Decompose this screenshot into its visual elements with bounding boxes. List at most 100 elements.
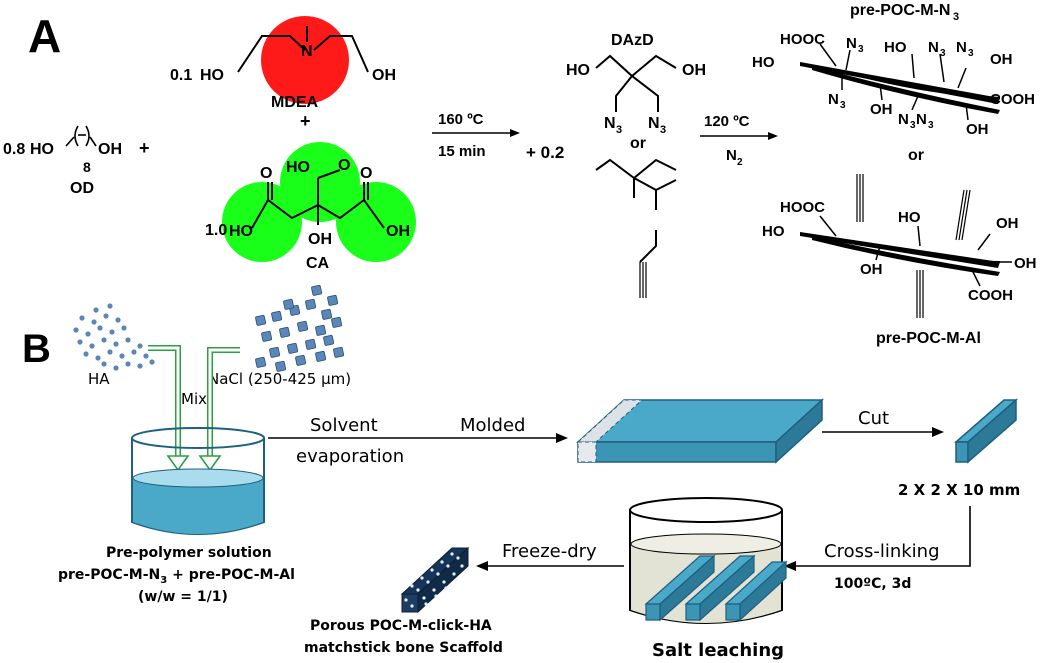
prepoc-al-alkyne-right-2 [958, 189, 968, 241]
crosslink-condition: 100ºC, 3d [834, 576, 911, 592]
prepoc-n3-n3-3-sub: 3 [968, 48, 974, 59]
prepoc-al: HOOC HO HO OH OH OH COOH pre-POC-M-Al [762, 174, 1037, 347]
nacl-particle [331, 316, 343, 328]
prepoc-n3-bond-n3n3 [911, 95, 919, 111]
prepoc-n3-bond-hooc [819, 43, 837, 67]
solution-line-2b: 3 [160, 575, 167, 586]
prepoc-n3-bond-n3-2 [911, 53, 915, 79]
panel-b-label: B [22, 327, 51, 371]
scaffold-pore [460, 564, 464, 568]
prepoc-al-bond-oh2 [875, 245, 881, 261]
ca-o1: O [260, 165, 272, 182]
nacl-particle [295, 354, 307, 366]
leaching-beaker [629, 497, 788, 624]
od-paren-left [74, 125, 79, 147]
prepoc-al-cooh: COOH [968, 287, 1013, 304]
prepoc-al-ho2: HO [898, 209, 921, 226]
porous-scaffold [400, 546, 470, 614]
prepoc-n3-oh1: OH [990, 51, 1013, 68]
ha-particle [91, 319, 97, 325]
prepoc-n3-title-sub: 3 [953, 11, 959, 23]
mdea-highlight [261, 16, 349, 104]
nacl-particle [297, 320, 309, 332]
ha-particle [77, 339, 83, 345]
prepoc-n3-ho2: HO [884, 39, 907, 56]
panel-a-label: A [28, 10, 61, 62]
slab-cut-region-front [577, 441, 597, 463]
nacl-particle [275, 360, 287, 372]
prepoc-al-bond-ho2 [917, 225, 921, 247]
slab-front [577, 441, 777, 463]
od-repeat: 8 [83, 159, 91, 175]
od-paren-right [85, 125, 90, 147]
ca-o3: O [360, 165, 372, 182]
ha-particle [143, 353, 149, 359]
step2-arrow-head [768, 132, 778, 140]
scaffold-front [401, 593, 419, 613]
ca-highlight-right [336, 182, 416, 262]
freeze-dry-label: Freeze-dry [502, 541, 597, 562]
freeze-dry-arrow-head [476, 561, 488, 571]
salt-leaching-label: Salt leaching [652, 640, 784, 661]
ha-particle [107, 349, 113, 355]
soak-stick-3-front [725, 603, 741, 621]
prepoc-n3-oh3: OH [966, 121, 989, 138]
dazd-n3-left: N [604, 115, 616, 132]
mdea-left-arm [237, 35, 306, 73]
ha-particle [125, 361, 131, 367]
dazd-ho: HO [566, 62, 590, 79]
step2-gas: N [726, 147, 737, 164]
prepoc-n3-hooc: HOOC [780, 31, 825, 48]
product-line-2: matchstick bone Scaffold [304, 640, 503, 656]
ha-particle [121, 325, 127, 331]
od-oh: OH [98, 141, 122, 158]
ald-propargyl [639, 230, 657, 263]
scaffold-pore [416, 588, 420, 592]
ha-particle [73, 327, 79, 333]
step1-arrow-head [510, 129, 520, 137]
solution-beaker [131, 427, 265, 535]
scaffold-pore [456, 556, 460, 560]
ha-particle [109, 329, 115, 335]
nacl-particles [255, 284, 345, 372]
dazd-backbone [595, 54, 677, 78]
prepoc-n3-bond-n3-3 [939, 53, 945, 83]
crosslink-arrow-line [796, 506, 971, 567]
prepoc-n3-n3-3: N [956, 39, 967, 56]
prepoc-n3-n3-4-sub: 3 [840, 100, 846, 111]
scaffold-pore [432, 588, 436, 592]
prepoc-n3-n3n3-a: N [898, 111, 909, 128]
slab-side [775, 398, 823, 464]
scaffold-pore [450, 552, 454, 556]
svg-text:pre-POC-M-N3 + pre-POC-M-Al: pre-POC-M-N3 + pre-POC-M-Al [58, 567, 295, 586]
mix-arrows: Mix [148, 345, 240, 472]
evaporation-arrow-head [556, 433, 568, 443]
ha-particle [97, 325, 103, 331]
prepoc-n3-n3-2-sub: 3 [940, 48, 946, 59]
nacl-particle [271, 310, 283, 322]
ca-coefficient: 1.0 [205, 222, 227, 239]
ha-particle [137, 343, 143, 349]
scaffold-pore [434, 594, 438, 598]
prepoc-n3-oh2: OH [870, 101, 893, 118]
prepoc-al-ho1: HO [762, 223, 785, 240]
dazd-oh: OH [682, 62, 706, 79]
beaker-1-surface [132, 468, 264, 488]
nacl-particle [311, 284, 323, 296]
matchstick-front [955, 441, 969, 463]
od-plus: + [139, 138, 150, 158]
ha-particle [85, 331, 91, 337]
ha-particle [83, 351, 89, 357]
prepoc-al-chain-2 [812, 236, 1000, 276]
prepoc-n3-n3-1: N [846, 35, 857, 52]
mdea-oh: OH [372, 67, 396, 84]
nacl-particle [261, 330, 273, 342]
ha-particle [149, 359, 155, 365]
nacl-particle [255, 314, 267, 326]
solution-line-3: (w/w = 1/1) [138, 589, 228, 605]
scaffold-pore [420, 576, 424, 580]
step1-time: 15 min [438, 143, 486, 160]
ha-particle [79, 315, 85, 321]
soak-stick-1-front [645, 603, 661, 621]
prepoc-n3-cooh: COOH [990, 91, 1035, 108]
